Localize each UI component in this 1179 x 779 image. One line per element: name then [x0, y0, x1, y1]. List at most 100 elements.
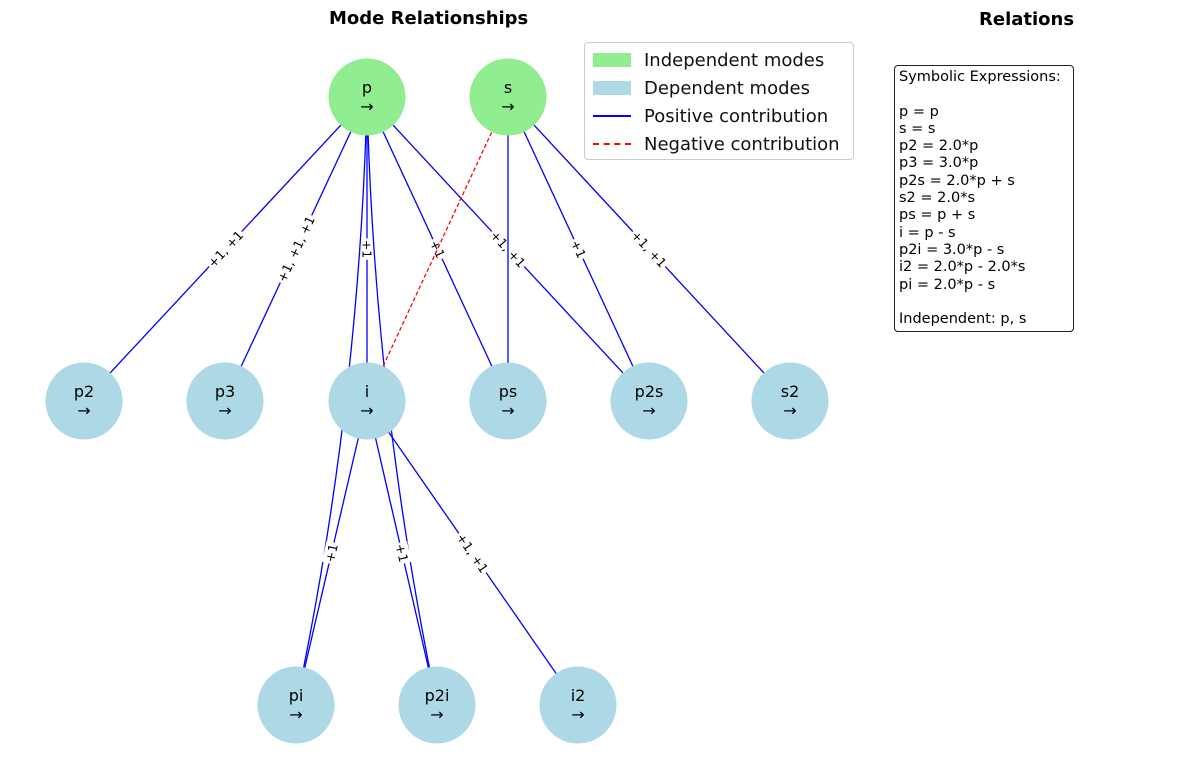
arrow-icon: →: [77, 401, 90, 420]
node-circle: [45, 362, 123, 440]
node-circle: [257, 666, 335, 744]
node-circle: [186, 362, 264, 440]
edge-label: +1: [427, 237, 448, 260]
dependent-swatch-icon: [593, 81, 631, 95]
arrow-icon: →: [218, 401, 231, 420]
node-circle: [328, 58, 406, 136]
node-name: p: [362, 78, 372, 97]
node-s: s→: [469, 58, 547, 136]
edge-label-background: [426, 236, 449, 262]
legend-item-independent: Independent modes: [593, 47, 824, 73]
node-name: i: [365, 382, 369, 401]
node-s2: s2→: [751, 362, 829, 440]
node-p2: p2→: [45, 362, 123, 440]
edge-label-background: [627, 226, 671, 272]
node-name: p3: [215, 382, 235, 401]
arrow-icon: →: [501, 97, 514, 116]
edge-s-i: [366, 96, 509, 402]
edge-label: +1: [322, 542, 341, 563]
node-p: p→: [328, 58, 406, 136]
arrow-icon: →: [783, 401, 796, 420]
arrow-icon: →: [360, 401, 373, 420]
node-name: s2: [781, 382, 800, 401]
node-circle: [610, 362, 688, 440]
legend-item-dependent: Dependent modes: [593, 75, 810, 101]
legend-label: Negative contribution: [644, 133, 840, 155]
expression-line: p2 = 2.0*p: [899, 138, 979, 155]
spacer: [899, 86, 1069, 103]
expression-line: pi = 2.0*p - s: [899, 276, 996, 293]
arrow-icon: →: [289, 705, 302, 724]
legend-label: Independent modes: [644, 49, 825, 71]
edge-label-group: +1, +1, +1: [273, 212, 319, 286]
node-i: i→: [328, 362, 406, 440]
node-circle: [751, 362, 829, 440]
edge-label-background: [567, 236, 590, 262]
expression-line: i2 = 2.0*p - 2.0*s: [899, 259, 1026, 276]
expression-line: i = p - s: [899, 224, 956, 241]
edge-label-group: +1, +1: [452, 529, 493, 577]
expression-line: s2 = 2.0*s: [899, 190, 976, 207]
edge-label: +1, +1: [454, 530, 492, 575]
arrow-icon: →: [501, 401, 514, 420]
edge-label: +1, +1: [205, 227, 247, 270]
node-circle: [539, 666, 617, 744]
edge-label: +1, +1, +1: [274, 214, 318, 285]
node-circle: [328, 362, 406, 440]
expression-line: ps = p + s: [899, 207, 976, 224]
edge-label-group: +1, +1: [627, 226, 671, 272]
edge-label: +1, +1: [628, 227, 669, 270]
edge-label-group: +1: [567, 236, 590, 262]
arrow-icon: →: [642, 401, 655, 420]
symbolic-expressions-box: Symbolic Expressions: p = p s = s p2 = 2…: [894, 65, 1074, 332]
edge-label-background: [392, 540, 412, 566]
legend-label: Positive contribution: [644, 105, 829, 127]
negative-dashed-line-icon: [593, 143, 631, 145]
edge-label-background: [273, 212, 319, 286]
legend: Independent modes Dependent modes Positi…: [584, 42, 854, 160]
expressions-heading: Symbolic Expressions:: [899, 69, 1061, 85]
expression-line: p2s = 2.0*p + s: [899, 172, 1015, 189]
edge-label-group: +1: [321, 540, 342, 566]
edge-label-background: [203, 226, 248, 272]
relations-title: Relations: [979, 9, 1075, 30]
node-name: pi: [289, 686, 304, 705]
arrow-icon: →: [571, 705, 584, 724]
edge-label: +1: [393, 542, 412, 563]
node-name: ps: [499, 382, 518, 401]
node-p3: p3→: [186, 362, 264, 440]
node-p2s: p2s→: [610, 362, 688, 440]
node-name: p2s: [635, 382, 664, 401]
arrow-icon: →: [360, 97, 373, 116]
legend-label: Dependent modes: [644, 77, 810, 99]
edge-label: +1: [360, 240, 375, 258]
node-circle: [398, 666, 476, 744]
diagram-title: Mode Relationships: [329, 8, 529, 29]
node-name: s: [504, 78, 512, 97]
node-name: p2: [74, 382, 94, 401]
nodes-layer: p→s→p2→p3→i→ps→p2s→s2→pi→p2i→i2→: [45, 58, 829, 744]
node-p2i: p2i→: [398, 666, 476, 744]
node-name: p2i: [425, 686, 450, 705]
edge-label-group: +1: [426, 236, 449, 262]
spacer: [899, 294, 1069, 311]
node-circle: [469, 362, 547, 440]
node-name: i2: [571, 686, 586, 705]
positive-line-icon: [593, 115, 631, 117]
expression-line: p = p: [899, 103, 939, 120]
legend-item-positive: Positive contribution: [593, 103, 828, 129]
arrow-icon: →: [430, 705, 443, 724]
independent-swatch-icon: [593, 53, 631, 67]
edge-label-group: +1, +1: [203, 226, 248, 272]
expression-line: p2i = 3.0*p - s: [899, 241, 1005, 258]
node-pi: pi→: [257, 666, 335, 744]
node-circle: [469, 58, 547, 136]
edge-label-group: +1: [392, 540, 412, 566]
legend-item-negative: Negative contribution: [593, 131, 840, 157]
edge-label-background: [321, 540, 342, 566]
edge-label-background: [452, 529, 493, 577]
expression-line: p3 = 3.0*p: [899, 155, 979, 172]
edge-label: +1: [568, 237, 589, 260]
node-i2: i2→: [539, 666, 617, 744]
